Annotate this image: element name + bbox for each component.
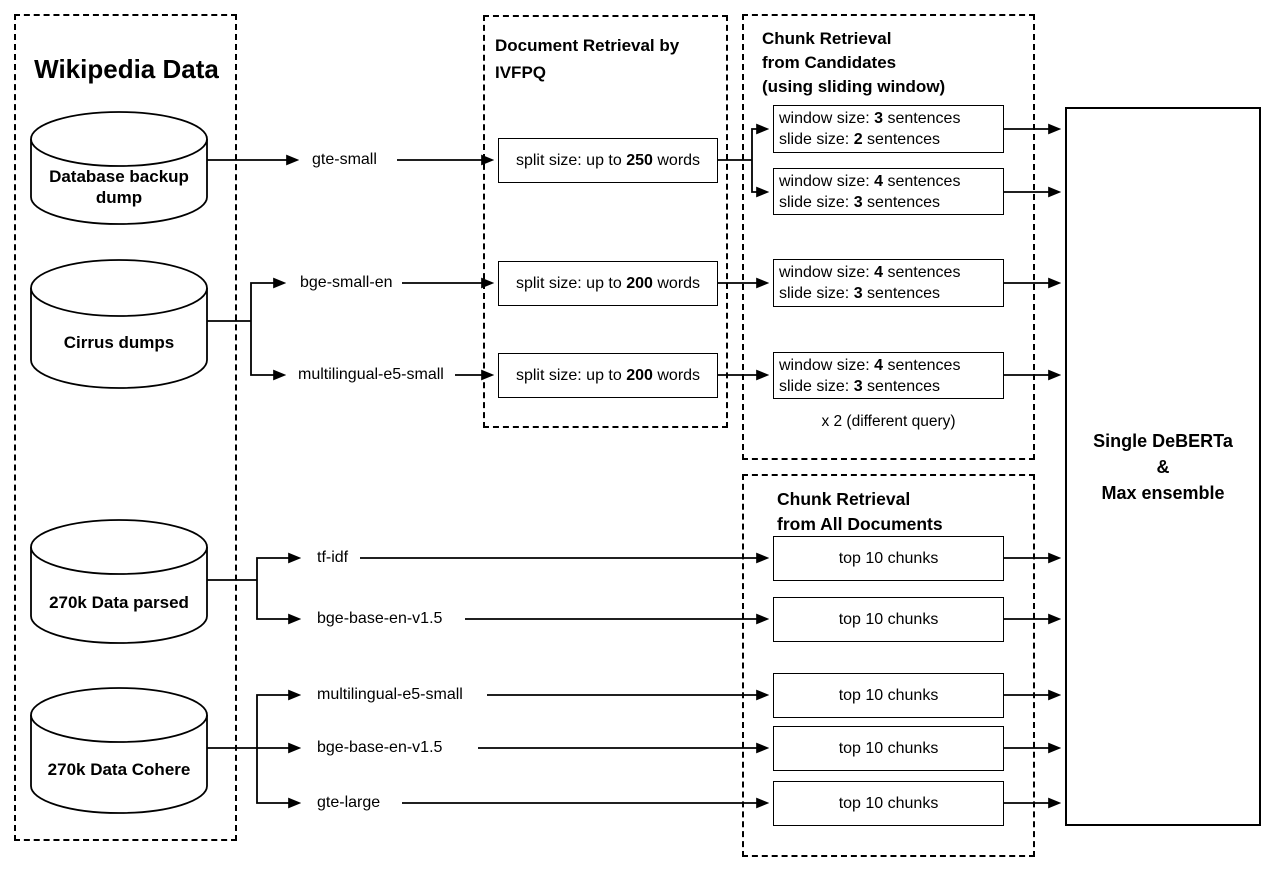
split-size-text: split size: up to 200 words (515, 366, 701, 384)
chunk-retrieval-candidates-group (742, 14, 1035, 460)
title-line: Chunk Retrieval (777, 489, 911, 509)
database-cylinder-270k-parsed (30, 519, 208, 644)
title-line: IVFPQ (495, 63, 547, 82)
split-size-text: split size: up to 250 words (515, 151, 701, 169)
window-slide-box-4: window size: 4 sentences slide size: 3 s… (773, 352, 1004, 399)
title-line: Document Retrieval by (495, 36, 680, 55)
model-label-gte-large: gte-large (315, 794, 383, 812)
split-size-text: split size: up to 200 words (515, 274, 701, 292)
deberta-ensemble-box: Single DeBERTa & Max ensemble (1065, 107, 1261, 826)
chunk-candidates-title: Chunk Retrieval from Candidates (using s… (762, 27, 945, 99)
window-slide-box-3: window size: 4 sentences slide size: 3 s… (773, 259, 1004, 307)
ensemble-line: Single DeBERTa (1093, 430, 1233, 451)
split-size-box-200-a: split size: up to 200 words (498, 261, 718, 306)
model-label-gte-small: gte-small (310, 151, 379, 169)
model-label-bge-small-en: bge-small-en (298, 274, 395, 292)
model-label-bge-base-en-v1-5-1: bge-base-en-v1.5 (315, 610, 445, 628)
title-line: Chunk Retrieval (762, 29, 892, 48)
slide-size-line: slide size: 3 sentences (779, 377, 940, 395)
title-line: from Candidates (762, 53, 897, 72)
window-slide-box-1: window size: 3 sentences slide size: 2 s… (773, 105, 1004, 153)
top10-chunks-box-3: top 10 chunks (773, 673, 1004, 718)
chunk-all-documents-title: Chunk Retrieval from All Documents (777, 487, 943, 537)
title-line: (using sliding window) (762, 77, 946, 96)
split-size-box-200-b: split size: up to 200 words (498, 353, 718, 398)
times-two-note: x 2 (different query) (821, 413, 956, 430)
ensemble-line: & (1156, 456, 1170, 477)
cylinder-label-cirrus-dumps: Cirrus dumps (63, 333, 175, 352)
model-label-bge-base-en-v1-5-2: bge-base-en-v1.5 (315, 739, 445, 757)
cylinder-label-line: Database backup (49, 167, 189, 186)
model-label-multilingual-e5-small-2: multilingual-e5-small (315, 686, 465, 704)
slide-size-line: slide size: 2 sentences (779, 131, 940, 148)
cylinder-label-line: dump (95, 188, 143, 207)
top10-chunks-box-2: top 10 chunks (773, 597, 1004, 642)
top10-chunks-box-1: top 10 chunks (773, 536, 1004, 581)
database-cylinder-backup-dump (30, 111, 208, 225)
database-cylinder-270k-cohere (30, 687, 208, 814)
ensemble-line: Max ensemble (1101, 482, 1225, 503)
window-size-line: window size: 3 sentences (779, 110, 961, 127)
cylinder-label-database-backup-dump: Database backup dump (31, 166, 207, 208)
cylinder-label-270k-data-cohere: 270k Data Cohere (47, 760, 191, 779)
top10-chunks-box-4: top 10 chunks (773, 726, 1004, 771)
model-label-tf-idf: tf-idf (315, 549, 351, 567)
wikipedia-data-title: Wikipedia Data (34, 54, 219, 84)
document-retrieval-title: Document Retrieval by IVFPQ (495, 32, 679, 86)
database-cylinder-cirrus-dumps (30, 259, 208, 389)
window-size-line: window size: 4 sentences (779, 264, 961, 281)
wikipedia-data-group (14, 14, 237, 841)
model-label-multilingual-e5-small-1: multilingual-e5-small (296, 366, 446, 384)
window-size-line: window size: 4 sentences (779, 172, 961, 190)
split-size-box-250: split size: up to 250 words (498, 138, 718, 183)
slide-size-line: slide size: 3 sentences (779, 193, 940, 211)
window-size-line: window size: 4 sentences (779, 356, 961, 374)
cylinder-label-270k-data-parsed: 270k Data parsed (49, 593, 189, 612)
document-retrieval-group (483, 15, 728, 428)
connector-arrows (207, 123, 1062, 809)
slide-size-line: slide size: 3 sentences (779, 285, 940, 302)
top10-chunks-box-5: top 10 chunks (773, 781, 1004, 826)
window-slide-box-2: window size: 4 sentences slide size: 3 s… (773, 168, 1004, 215)
title-line: from All Documents (777, 514, 943, 534)
chunk-retrieval-all-documents-group (742, 474, 1035, 857)
